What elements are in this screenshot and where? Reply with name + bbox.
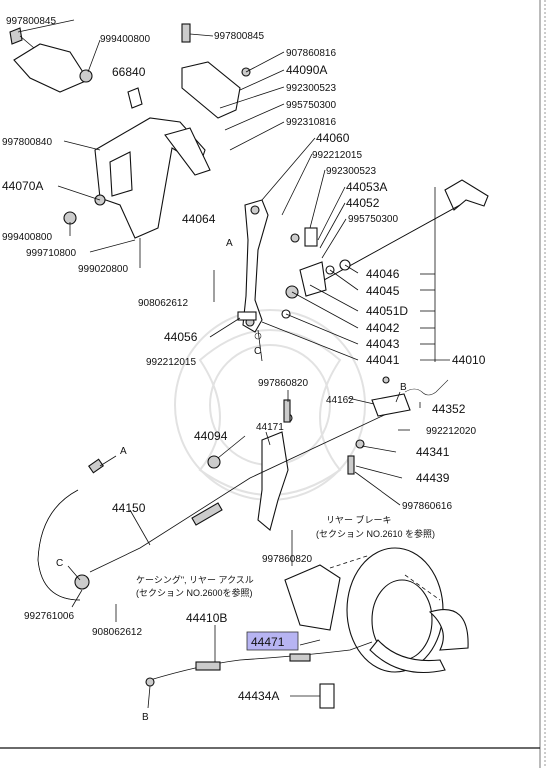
ref-a-lower: A bbox=[120, 446, 127, 457]
note-rear-brake-ref: (セクション NO.2610 を参照) bbox=[316, 528, 435, 539]
label-992761006: 992761006 bbox=[24, 611, 74, 622]
label-44090a: 44090A bbox=[286, 63, 327, 77]
ref-a-upper: A bbox=[226, 238, 233, 249]
label-44352: 44352 bbox=[432, 402, 466, 416]
annotation-notes: リヤー ブレーキ (セクション NO.2610 を参照) ケーシング", リヤー… bbox=[136, 514, 435, 598]
label-995750300: 995750300 bbox=[286, 100, 336, 111]
clip-66840 bbox=[127, 87, 143, 109]
label-44171: 44171 bbox=[256, 422, 284, 433]
grommet-44094 bbox=[207, 455, 221, 469]
label-44094: 44094 bbox=[194, 429, 228, 443]
label-44439: 44439 bbox=[416, 471, 450, 485]
label-997860820-b: 997860820 bbox=[262, 554, 312, 565]
ref-c-lower: C bbox=[56, 558, 63, 569]
ratchet-parts-cluster bbox=[237, 227, 351, 321]
label-44434a: 44434A bbox=[238, 689, 279, 703]
label-44162: 44162 bbox=[326, 395, 354, 406]
equalizer-bracket-44171 bbox=[257, 399, 293, 531]
return-spring-44352 bbox=[371, 376, 449, 417]
ref-b-lower: B bbox=[142, 712, 149, 723]
handle-rod-44010 bbox=[314, 179, 489, 286]
label-997800845-a: 997800845 bbox=[6, 16, 56, 27]
label-44471: 44471 bbox=[251, 635, 285, 649]
label-44045: 44045 bbox=[366, 284, 400, 298]
label-995750300-b: 995750300 bbox=[348, 214, 398, 225]
bolt-44439 bbox=[347, 455, 355, 475]
label-997800845-b: 997800845 bbox=[214, 31, 264, 42]
part-labels: 997800845 999400800 997800845 66840 9078… bbox=[2, 16, 486, 703]
lever-44060 bbox=[242, 199, 269, 333]
label-44041: 44041 bbox=[366, 353, 400, 367]
label-992212015-b: 992212015 bbox=[146, 357, 196, 368]
label-66840: 66840 bbox=[112, 65, 146, 79]
label-44410b: 44410B bbox=[186, 611, 227, 625]
label-992310816: 992310816 bbox=[286, 117, 336, 128]
label-999400800: 999400800 bbox=[100, 34, 150, 45]
label-999710800: 999710800 bbox=[26, 248, 76, 259]
label-44052: 44052 bbox=[346, 196, 380, 210]
label-44070a: 44070A bbox=[2, 179, 43, 193]
label-44046: 44046 bbox=[366, 267, 400, 281]
ref-b-upper: B bbox=[400, 382, 407, 393]
label-44053a: 44053A bbox=[346, 180, 387, 194]
note-housing-ref: (セクション NO.2600を参照) bbox=[136, 587, 253, 598]
label-44056: 44056 bbox=[164, 330, 198, 344]
label-997860616: 997860616 bbox=[402, 501, 452, 512]
label-908062612-b: 908062612 bbox=[92, 627, 142, 638]
label-44341: 44341 bbox=[416, 445, 450, 459]
label-44064: 44064 bbox=[182, 212, 216, 226]
label-997860820-a: 997860820 bbox=[258, 378, 308, 389]
ref-c-upper: C bbox=[254, 346, 261, 357]
label-44043: 44043 bbox=[366, 337, 400, 351]
label-999400800-b: 999400800 bbox=[2, 232, 52, 243]
label-908062612-a: 908062612 bbox=[138, 298, 188, 309]
spring-44434a bbox=[319, 683, 335, 709]
note-housing-title: ケーシング", リヤー アクスル bbox=[136, 574, 254, 585]
rear-brake-assembly bbox=[284, 547, 469, 673]
label-44060: 44060 bbox=[316, 131, 350, 145]
label-44051d: 44051D bbox=[366, 304, 408, 318]
label-997800840: 997800840 bbox=[2, 137, 52, 148]
leader-lines bbox=[17, 19, 450, 709]
label-44042: 44042 bbox=[366, 321, 400, 335]
upper-bracket bbox=[9, 27, 93, 93]
bracket-44090a bbox=[181, 23, 251, 119]
note-rear-brake-title: リヤー ブレーキ bbox=[326, 514, 392, 525]
cable-44150 bbox=[37, 409, 396, 601]
label-992212020: 992212020 bbox=[426, 426, 476, 437]
label-992300523-b: 992300523 bbox=[326, 166, 376, 177]
label-907860816: 907860816 bbox=[286, 48, 336, 59]
label-992300523-a: 992300523 bbox=[286, 83, 336, 94]
highlight-box-44471 bbox=[246, 631, 299, 651]
label-44010: 44010 bbox=[452, 353, 486, 367]
cable-44410b bbox=[145, 641, 373, 687]
label-999020800: 999020800 bbox=[78, 264, 128, 275]
label-44150: 44150 bbox=[112, 501, 146, 515]
clip-44341 bbox=[355, 439, 365, 449]
label-992212015-a: 992212015 bbox=[312, 150, 362, 161]
reference-letters: A A B B C C bbox=[56, 238, 407, 723]
right-border-strip bbox=[539, 0, 546, 768]
